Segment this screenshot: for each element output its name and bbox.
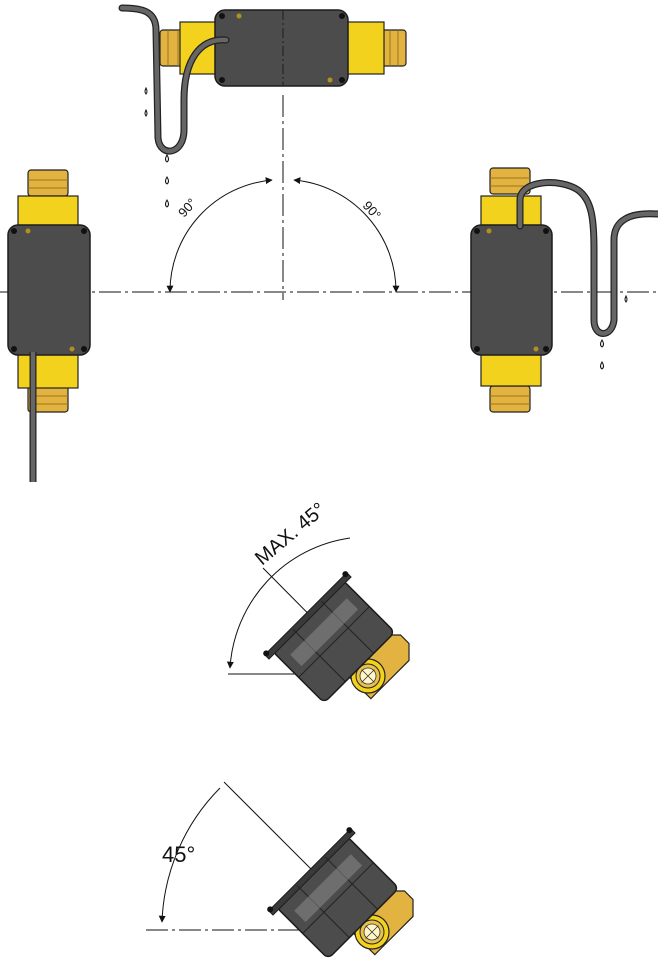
water-drops-right (600, 294, 628, 370)
angle-label-left: 90° (175, 195, 199, 220)
sensor-tilted-max (263, 571, 410, 702)
tilt-label: 45° (162, 842, 195, 867)
angle-label-right: 90° (360, 198, 384, 223)
water-drops-top (144, 86, 169, 208)
sensor-tilted-45 (267, 827, 414, 958)
angle-arc-left (166, 177, 273, 293)
max-tilt-label: MAX. 45° (251, 499, 330, 570)
orientation-construction-lines (0, 95, 658, 300)
sensor-top-horizontal (118, 4, 407, 155)
angle-arc-right (293, 177, 400, 293)
sensor-right-vertical (470, 167, 658, 413)
sensor-left-vertical (7, 169, 91, 482)
